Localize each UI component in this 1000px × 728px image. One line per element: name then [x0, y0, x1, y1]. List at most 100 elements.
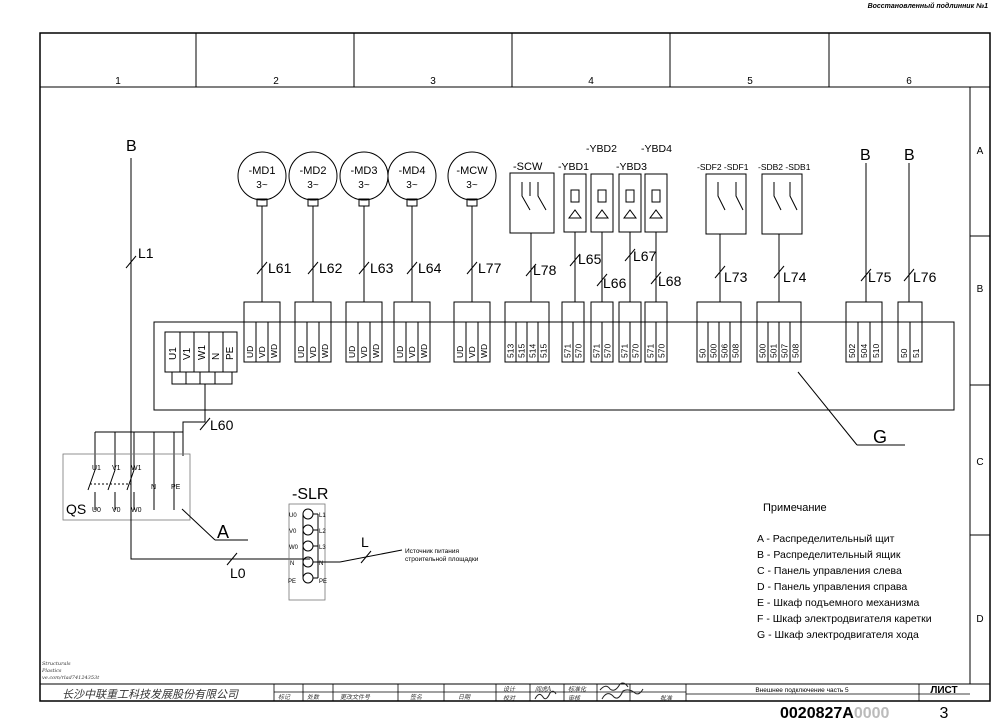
column-grid — [195, 33, 990, 536]
motor-4-term-2: WD — [479, 344, 489, 358]
qs-term-u1: U1 — [92, 465, 101, 472]
motor-3-wire: L64 — [418, 260, 442, 276]
motor-1-term-1: VD — [308, 346, 318, 358]
motor-1-circle — [288, 151, 338, 201]
ybd3-term-0: 571 — [620, 344, 630, 358]
note-e: E - Шкаф подъемного механизма — [757, 597, 919, 609]
wire-l: L — [361, 534, 369, 550]
column-2: 2 — [273, 76, 279, 87]
tb-cell-4: 签名 — [410, 693, 423, 701]
motor-3-phase: 3~ — [406, 180, 418, 191]
qs-term-v1: V1 — [112, 465, 121, 472]
sdf-term-0: 50 — [698, 348, 708, 358]
note-d: D - Панель управления справа — [757, 581, 907, 593]
qs-term-w1: W1 — [131, 465, 142, 472]
motor-0-wire: L61 — [268, 260, 292, 276]
sdb-box — [761, 173, 803, 235]
qs-term-pe: PE — [171, 484, 181, 491]
ybd4-box — [644, 173, 668, 233]
motor-2-phase: 3~ — [358, 180, 370, 191]
note-b: B - Распределительный ящик — [757, 549, 901, 561]
motor-0-name: -MD1 — [249, 165, 276, 177]
motor-3-term-1: VD — [407, 346, 417, 358]
notes-title: Примечание — [763, 502, 827, 514]
slr-left-pe: PE — [288, 579, 296, 585]
column-6: 6 — [906, 76, 912, 87]
motor-4-wire: L77 — [478, 260, 502, 276]
tb-cell-5: 日期 — [458, 694, 471, 701]
bus-b-right-1: B — [860, 147, 871, 164]
motor-2-term-1: VD — [359, 346, 369, 358]
sdb-term-0: 500 — [758, 344, 768, 358]
column-5: 5 — [747, 76, 753, 87]
scw-name: -SCW — [513, 161, 543, 173]
motor-2-term-0: UD — [347, 346, 357, 358]
row-B: B — [977, 284, 984, 295]
qs-term-n: N — [151, 484, 156, 491]
sdb-term-1: 501 — [769, 344, 779, 358]
note-f: F - Шкаф электродвигателя каретки — [757, 613, 932, 625]
row-C: C — [976, 457, 983, 468]
scw-box — [509, 172, 555, 234]
scw-wire: L78 — [533, 262, 557, 278]
stamp-line2: Plastics — [41, 668, 62, 674]
ybd4-name: -YBD4 — [641, 143, 672, 155]
ybd3-box — [618, 173, 642, 233]
qs-term-u0: U0 — [92, 507, 101, 514]
motor-0-term-1: VD — [257, 346, 267, 358]
note-a: A - Распределительный щит — [757, 533, 895, 545]
sheet-frame — [39, 32, 991, 702]
source-line1: Источник питания — [405, 548, 459, 555]
sdb-switch-symbol — [773, 182, 798, 211]
tb-cell-2: 处数 — [307, 693, 320, 701]
sdf-wire: L73 — [724, 269, 748, 285]
qs-switch-box — [62, 453, 191, 521]
wire-l0: L0 — [230, 565, 246, 581]
column-4: 4 — [588, 76, 594, 87]
signature-2 — [599, 682, 629, 691]
tb-mid-top-3: 标准化 — [568, 685, 587, 693]
qs-switch-symbol — [87, 456, 175, 510]
stamp-line1: Structurals — [42, 661, 71, 667]
ybd2-term-0: 571 — [592, 344, 602, 358]
motor-4-name: -MCW — [456, 165, 488, 177]
slr-right-l1: L1 — [319, 513, 326, 519]
ybd1-box — [563, 173, 587, 233]
sdf-term-1: 500 — [709, 344, 719, 358]
tb-mid-top-2: 阎虎A — [535, 685, 552, 693]
qs-label: QS — [66, 501, 86, 517]
motor-0-phase: 3~ — [256, 180, 268, 191]
input-term-n: N — [211, 353, 222, 360]
company-name: 长沙中联重工科技发展股份有限公司 — [62, 688, 239, 701]
column-1: 1 — [115, 76, 121, 87]
motor-3-term-0: UD — [395, 346, 405, 358]
tb-mid-bot-2: 审核 — [568, 694, 581, 702]
motor-1-term-2: WD — [320, 344, 330, 358]
ybd-wire-l65: L65 — [578, 251, 602, 267]
ybd3-name: -YBD3 — [616, 161, 647, 173]
ybd2-coil — [597, 189, 607, 203]
sheet-caption: Внешнее подключение часть 5 — [755, 687, 849, 694]
motor-1-wire: L62 — [319, 260, 343, 276]
ybd2-term-1: 570 — [603, 344, 613, 358]
b1-wire: L75 — [868, 269, 892, 285]
ybd2-box — [590, 173, 614, 233]
motor-2-term-2: WD — [371, 344, 381, 358]
b2-wire: L76 — [913, 269, 937, 285]
motor-4-phase: 3~ — [466, 180, 478, 191]
ybd1-name: -YBD1 — [558, 161, 589, 173]
slr-label: -SLR — [292, 486, 328, 503]
tb-mid-top-1: 设计 — [503, 685, 516, 693]
bus-b-right-2: B — [904, 147, 915, 164]
slr-right-l3: L3 — [319, 545, 326, 551]
motor-0-term-0: UD — [245, 346, 255, 358]
ybd1-term-1: 570 — [574, 344, 584, 358]
input-term-w1: W1 — [197, 345, 208, 360]
ybd2-name: -YBD2 — [586, 143, 617, 155]
ybd1-coil — [570, 189, 580, 203]
input-term-u1: U1 — [168, 347, 179, 360]
motor-2-wire: L63 — [370, 260, 394, 276]
ybd-wire-l66: L66 — [603, 275, 627, 291]
slr-right-n: N — [319, 561, 323, 567]
